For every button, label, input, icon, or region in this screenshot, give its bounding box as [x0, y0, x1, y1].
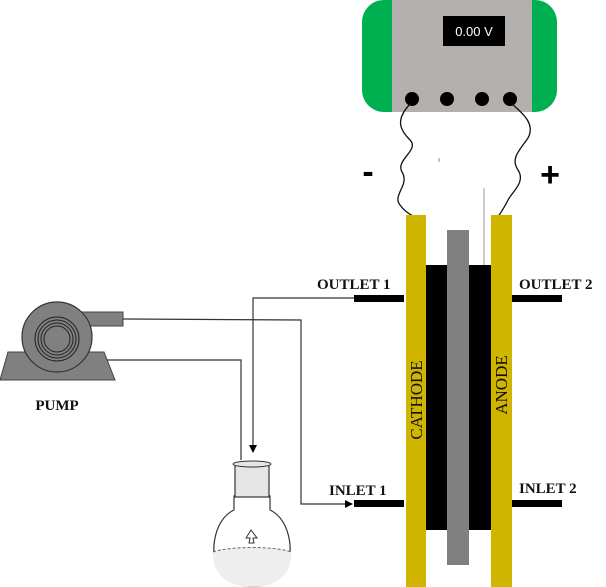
outlet-2-port	[512, 295, 562, 302]
outlet-1-port	[354, 295, 404, 302]
flask-neck-rim	[232, 460, 272, 468]
inlet-2-port	[512, 500, 562, 507]
pump-to-inlet-tube	[121, 318, 353, 508]
anode-chamber	[469, 265, 491, 530]
inlet-1-port	[354, 500, 404, 507]
pump: PUMP	[0, 301, 124, 414]
flask-liquid	[212, 547, 292, 587]
positive-sign: +	[540, 156, 560, 194]
stir-bar-icon	[245, 529, 258, 544]
voltage-readout: 0.00 V	[455, 24, 493, 39]
negative-wire	[397, 103, 417, 219]
inlet-2-label: INLET 2	[519, 481, 577, 497]
terminal-4	[503, 92, 517, 106]
membrane	[447, 230, 469, 565]
cathode-electrode	[406, 215, 426, 587]
cathode-chamber	[426, 265, 450, 530]
pump-coil	[37, 319, 77, 359]
pump-coil	[40, 322, 74, 356]
pump-label: PUMP	[35, 398, 78, 414]
pump-rotor	[43, 325, 71, 353]
anode-label: ANODE	[492, 355, 511, 415]
cathode-label: CATHODE	[407, 360, 426, 439]
anode-electrode	[491, 215, 512, 587]
power-supply: 0.00 V	[362, 0, 557, 112]
terminal-2	[440, 92, 454, 106]
inlet-1-label: INLET 1	[329, 483, 387, 499]
pump-coil	[34, 316, 80, 362]
negative-sign: -	[362, 153, 373, 191]
outlet-2-label: OUTLET 2	[519, 277, 593, 293]
terminal-1	[405, 92, 419, 106]
positive-wire	[496, 103, 531, 219]
round-bottom-flask	[212, 460, 292, 587]
flask-to-pump-tube	[60, 359, 242, 460]
flask-stopper	[234, 464, 270, 498]
outlet-1-label: OUTLET 1	[317, 277, 391, 293]
liquid-surface	[212, 547, 292, 553]
voltage-display	[443, 16, 505, 46]
outlet-tube-to-flask	[249, 297, 354, 453]
terminal-3	[475, 92, 489, 106]
electrochemical-cell: CATHODE ANODE	[406, 215, 512, 587]
